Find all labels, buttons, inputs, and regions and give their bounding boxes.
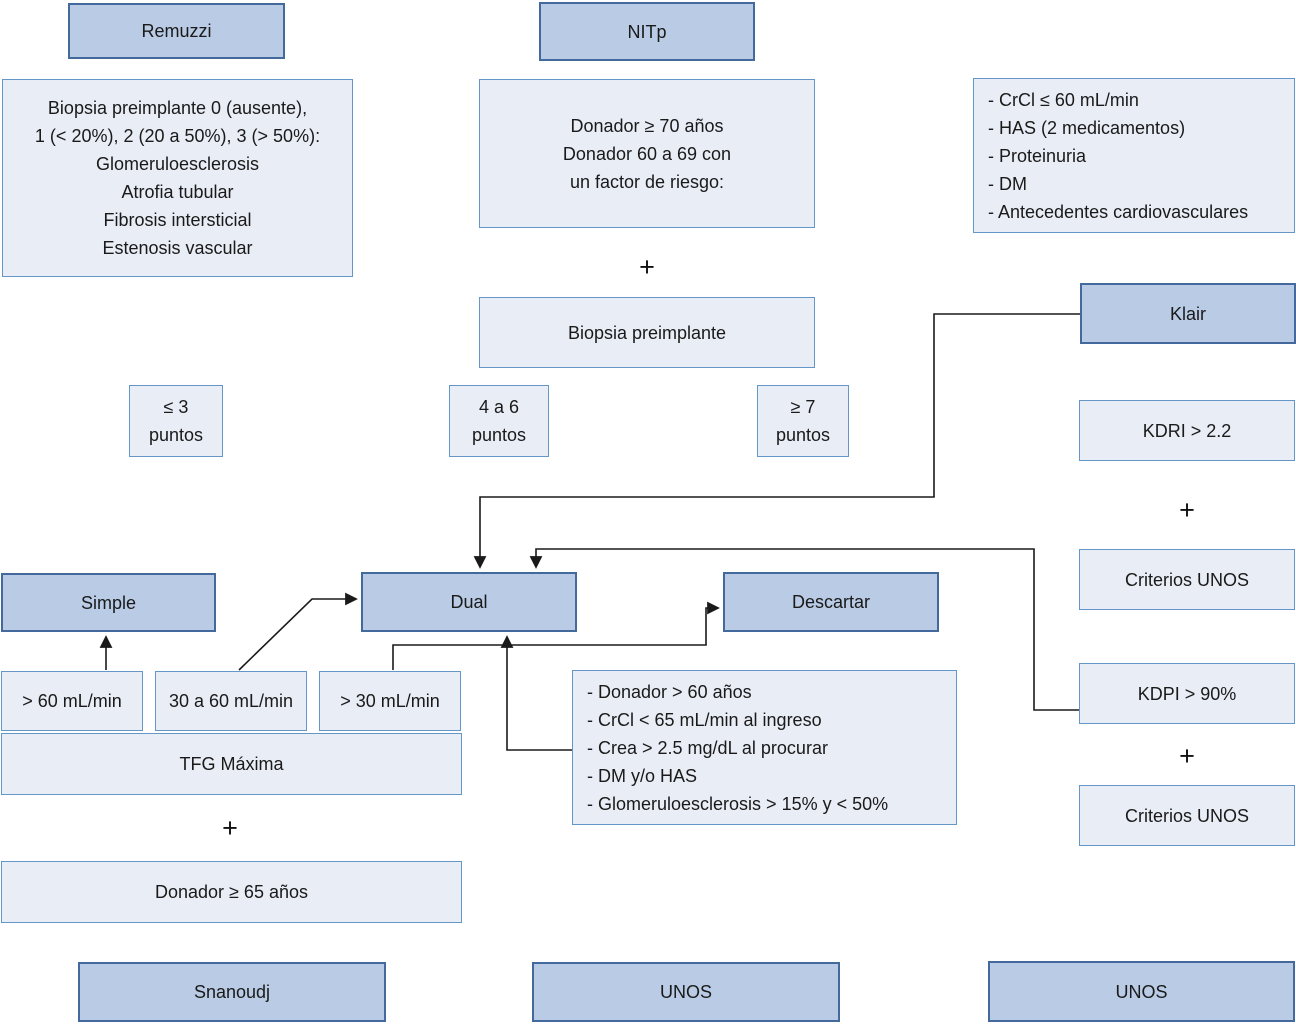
criteria-line: Glomeruloesclerosis bbox=[95, 154, 260, 174]
criterios-unos-box-1: Criterios UNOS bbox=[1079, 549, 1295, 610]
dual-decision-box: Dual bbox=[361, 572, 577, 632]
criteria-line: - CrCl ≤ 60 mL/min bbox=[988, 89, 1139, 110]
simple-decision-box: Simple bbox=[1, 573, 216, 632]
plus-operator-kdri: + bbox=[1179, 494, 1195, 525]
criteria-line: Atrofia tubular bbox=[121, 182, 234, 202]
nitp-header-box: NITp bbox=[539, 2, 755, 61]
donador65-label: Donador ≥ 65 años bbox=[155, 882, 308, 902]
connector-30a60-to-dual bbox=[238, 592, 358, 671]
tfg-maxima-label: TFG Máxima bbox=[179, 754, 284, 774]
remuzzi-header-box: Remuzzi bbox=[68, 3, 285, 59]
donador65-box: Donador ≥ 65 años bbox=[1, 861, 462, 923]
biopsia-preimplante-box: Biopsia preimplante bbox=[479, 297, 815, 368]
criteria-line: - DM y/o HAS bbox=[587, 765, 698, 786]
kdpi-box: KDPI > 90% bbox=[1079, 663, 1295, 724]
criteria-line: Donador ≥ 70 años bbox=[570, 115, 724, 136]
criteria-line: un factor de riesgo: bbox=[569, 171, 725, 192]
criteria-line: 1 (< 20%), 2 (20 a 50%), 3 (> 50%): bbox=[34, 126, 321, 146]
gt60-label: > 60 mL/min bbox=[22, 691, 122, 711]
criteria-line: Donador 60 a 69 con bbox=[562, 143, 732, 164]
criteria-line: - Donador > 60 años bbox=[587, 681, 752, 702]
puntos-line: ≤ 3 bbox=[163, 397, 189, 417]
dual-criteria-box: - Donador > 60 años - CrCl < 65 mL/min a… bbox=[572, 670, 957, 825]
criteria-line: Biopsia preimplante 0 (ausente), bbox=[47, 98, 308, 118]
puntos-line: puntos bbox=[471, 425, 527, 445]
gt60-box: > 60 mL/min bbox=[1, 671, 143, 731]
klair-header-box: Klair bbox=[1080, 283, 1296, 344]
simple-decision-label: Simple bbox=[80, 592, 137, 613]
nitp-donor-box: Donador ≥ 70 años Donador 60 a 69 con un… bbox=[479, 79, 815, 228]
criteria-line: - CrCl < 65 mL/min al ingreso bbox=[587, 709, 822, 730]
criteria-line: - Antecedentes cardiovasculares bbox=[988, 201, 1249, 222]
plus-operator-nitp: + bbox=[639, 251, 655, 282]
puntos-line: ≥ 7 bbox=[790, 397, 816, 417]
descartar-decision-label: Descartar bbox=[791, 592, 871, 612]
puntos-line: puntos bbox=[148, 425, 204, 445]
klair-criteria-box: - CrCl ≤ 60 mL/min - HAS (2 medicamentos… bbox=[973, 78, 1295, 233]
nitp-header-label: NITp bbox=[627, 21, 667, 42]
kdpi-label: KDPI > 90% bbox=[1137, 683, 1237, 704]
biopsia-preimplante-label: Biopsia preimplante bbox=[567, 322, 727, 343]
criteria-line: - HAS (2 medicamentos) bbox=[988, 117, 1186, 138]
criteria-line: Estenosis vascular bbox=[102, 238, 253, 258]
criterios-unos-label: Criterios UNOS bbox=[1124, 805, 1249, 826]
tfg-maxima-box: TFG Máxima bbox=[1, 733, 462, 795]
snanoudj-header-box: Snanoudj bbox=[78, 962, 386, 1022]
kdri-label: KDRI > 2.2 bbox=[1142, 420, 1232, 441]
criterios-unos-label: Criterios UNOS bbox=[1124, 569, 1249, 590]
criteria-line: - Crea > 2.5 mg/dL al procurar bbox=[587, 737, 828, 758]
puntos-line: 4 a 6 bbox=[478, 397, 520, 417]
puntos-4a6-box: 4 a 6 puntos bbox=[449, 385, 549, 457]
descartar-decision-box: Descartar bbox=[723, 572, 939, 632]
snanoudj-header-label: Snanoudj bbox=[193, 982, 271, 1002]
criteria-line: Fibrosis intersticial bbox=[103, 210, 252, 230]
remuzzi-header-label: Remuzzi bbox=[141, 21, 212, 41]
criteria-line: - Glomeruloesclerosis > 15% y < 50% bbox=[587, 793, 889, 814]
criterios-unos-box-2: Criterios UNOS bbox=[1079, 785, 1295, 846]
unos-right-header-box: UNOS bbox=[988, 961, 1295, 1022]
unos-mid-header-box: UNOS bbox=[532, 962, 840, 1022]
puntos-ge7-box: ≥ 7 puntos bbox=[757, 385, 849, 457]
criteria-line: - DM bbox=[988, 173, 1027, 194]
kdri-box: KDRI > 2.2 bbox=[1079, 400, 1295, 461]
gt30-label: > 30 mL/min bbox=[340, 691, 440, 711]
unos-right-header-label: UNOS bbox=[1115, 981, 1168, 1002]
gt30-box: > 30 mL/min bbox=[319, 671, 461, 731]
unos-mid-header-label: UNOS bbox=[659, 982, 712, 1002]
r30a60-box: 30 a 60 mL/min bbox=[155, 671, 307, 731]
puntos-line: puntos bbox=[775, 425, 831, 445]
puntos-le3-box: ≤ 3 puntos bbox=[129, 385, 223, 457]
remuzzi-criteria-box: Biopsia preimplante 0 (ausente), 1 (< 20… bbox=[2, 79, 353, 277]
klair-header-label: Klair bbox=[1169, 303, 1206, 324]
connector-criteria-to-dual bbox=[500, 635, 572, 751]
dual-decision-label: Dual bbox=[450, 592, 488, 612]
plus-operator-tfg: + bbox=[222, 812, 238, 843]
criteria-line: - Proteinuria bbox=[988, 145, 1087, 166]
plus-operator-kdpi: + bbox=[1179, 740, 1195, 771]
r30a60-label: 30 a 60 mL/min bbox=[168, 691, 294, 711]
